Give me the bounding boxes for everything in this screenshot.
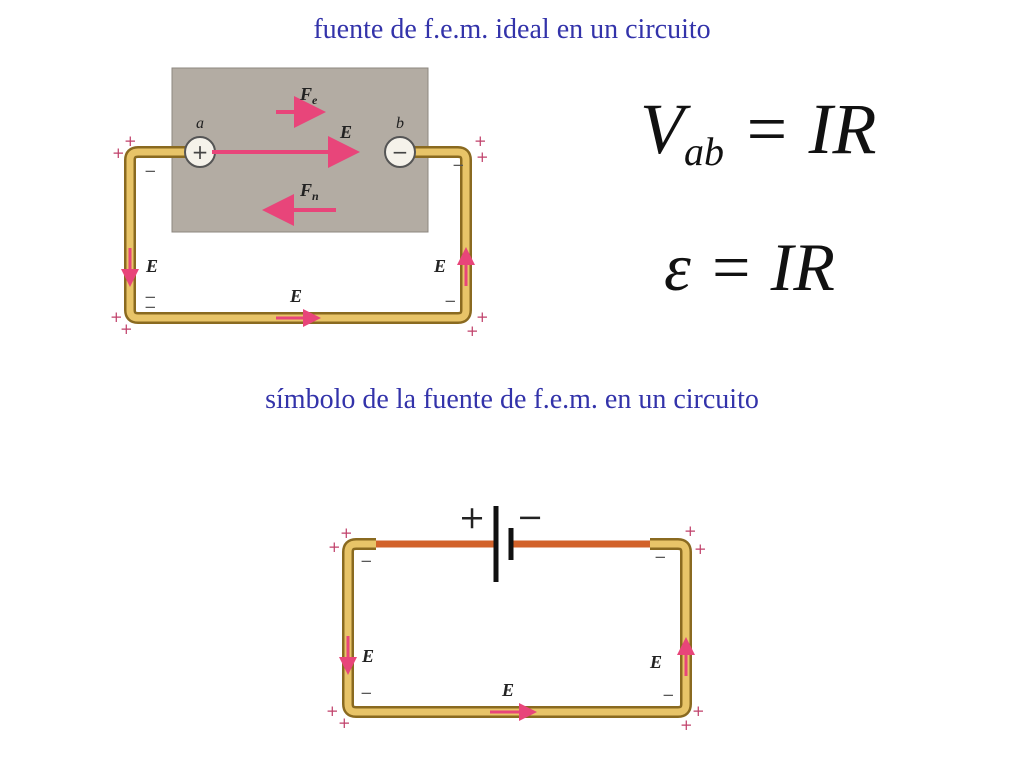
svg-text:−: − (452, 156, 465, 174)
surface-charges-top: + + − − − + + − + + − + + (110, 132, 489, 340)
eq1-v: V (640, 89, 684, 169)
svg-text:+: + (326, 702, 339, 720)
svg-text:−: − (444, 292, 457, 310)
svg-text:+: + (476, 308, 489, 326)
label-fe: Fe (299, 84, 318, 107)
svg-text:−: − (144, 298, 157, 316)
equation-emf-ir: ε = IR (664, 228, 835, 307)
label-e-internal: E (339, 122, 352, 142)
terminal-b-minus: − (392, 140, 409, 164)
title-emf-symbol: símbolo de la fuente de f.e.m. en un cir… (265, 384, 759, 415)
terminal-a-plus: + (192, 140, 209, 164)
top-circuit: + − a b Fe E Fn E E E + + − − − + + − + … (110, 67, 489, 340)
svg-text:−: − (654, 548, 667, 566)
eq2-rhs: = IR (690, 229, 835, 305)
svg-text:−: − (144, 288, 157, 306)
svg-text:+: + (124, 132, 137, 150)
label-a: a (196, 115, 204, 132)
title-ideal-emf-source: fuente de f.e.m. ideal en un circuito (313, 14, 711, 45)
label-b: b (396, 115, 404, 132)
svg-text:+: + (680, 716, 693, 734)
svg-text:+: + (476, 148, 489, 166)
equation-vab-ir: Vab = IR (640, 88, 877, 175)
battery-plus-sign: + (459, 498, 486, 536)
svg-text:−: − (662, 686, 675, 704)
svg-text:+: + (466, 322, 479, 340)
svg-text:+: + (474, 132, 487, 150)
terminal-b (384, 136, 416, 168)
eq2-emf: ε (664, 229, 691, 305)
label-e-left: E (145, 256, 158, 276)
bottom-circuit: + − E E E + + − − + + − + + − + + (326, 498, 707, 734)
label-fn: Fn (299, 180, 319, 203)
wire-outline-bottom (342, 538, 692, 718)
svg-text:−: − (360, 552, 373, 570)
svg-text:−: − (144, 162, 157, 180)
svg-text:+: + (684, 522, 697, 540)
svg-text:+: + (120, 320, 133, 338)
eq1-subscript-ab: ab (683, 129, 724, 174)
svg-text:+: + (338, 714, 351, 732)
label-e-bottom: E (289, 286, 302, 306)
svg-text:+: + (328, 538, 341, 556)
svg-text:+: + (112, 144, 125, 162)
eq1-rhs: = IR (723, 89, 877, 169)
svg-text:+: + (110, 308, 123, 326)
surface-charges-bottom: + + − − + + − + + − + + (326, 522, 707, 734)
svg-text:+: + (692, 702, 705, 720)
battery-minus-sign: − (517, 498, 544, 536)
svg-text:+: + (694, 540, 707, 558)
svg-text:−: − (360, 684, 373, 702)
label-e-left-bottom: E (361, 646, 374, 666)
label-e-right: E (433, 256, 446, 276)
svg-text:+: + (340, 524, 353, 542)
wire-bottom (344, 540, 690, 716)
label-e-right-bottom: E (649, 652, 662, 672)
label-e-bottom-bottom: E (501, 680, 514, 700)
